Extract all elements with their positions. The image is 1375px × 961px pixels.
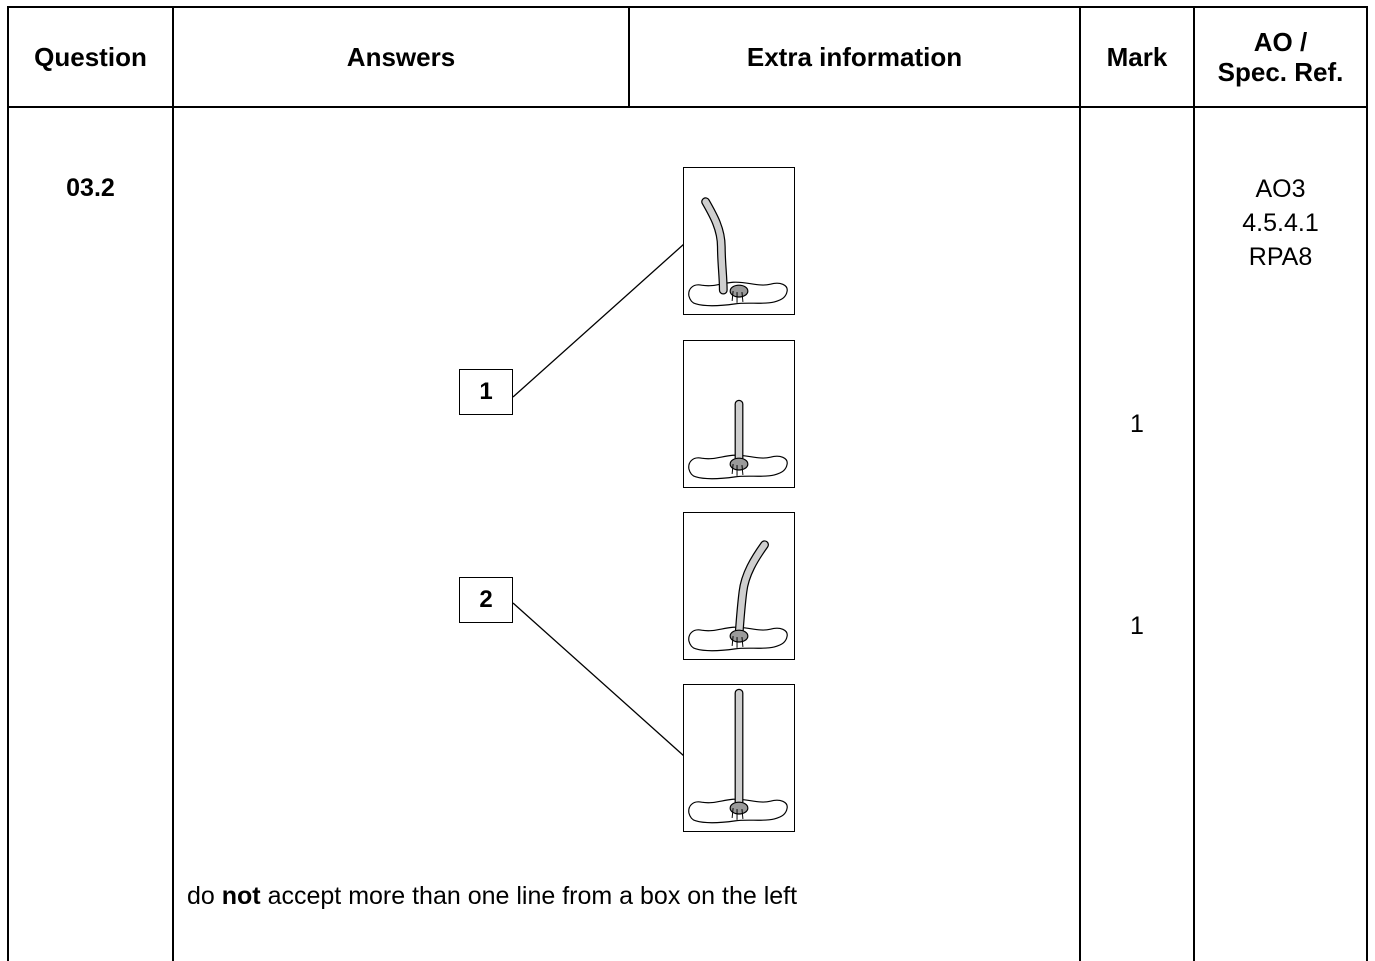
practical-ref: RPA8	[1248, 243, 1313, 271]
seedling-curved-medium-image	[688, 540, 788, 652]
header-extra-information-label: Extra information	[746, 42, 963, 72]
header-ao-spec-ref: AO / Spec. Ref.	[1195, 8, 1366, 106]
note-suffix: accept more than one line from a box on …	[260, 882, 798, 910]
mark-2: 1	[1130, 612, 1144, 640]
column-divider-answers	[628, 6, 630, 107]
header-question-label: Question	[34, 42, 147, 72]
table-left-border	[7, 6, 9, 961]
seedling-straight-short-image	[688, 399, 788, 480]
seedling-straight-tall-image	[688, 688, 788, 824]
seedling-panel-straight-short	[683, 340, 795, 488]
connector-line-1	[512, 243, 685, 398]
column-divider-mark	[1193, 6, 1195, 961]
left-box-2: 2	[459, 577, 513, 623]
header-answers: Answers	[174, 8, 628, 106]
marking-guidance-note: do not accept more than one line from a …	[187, 882, 1067, 911]
header-extra-information: Extra information	[630, 8, 1079, 106]
header-ao-label: AO /	[1253, 27, 1308, 57]
seedling-panel-curved-tall	[683, 167, 795, 315]
note-prefix: do	[187, 882, 222, 910]
note-emphasis: not	[221, 882, 261, 910]
mark-1: 1	[1130, 410, 1144, 438]
header-bottom-border	[7, 106, 1368, 108]
ao-spec-references: AO3 4.5.4.1 RPA8	[1195, 172, 1366, 274]
connector-line-2	[512, 602, 685, 757]
seedling-curved-tall-image	[688, 197, 788, 307]
left-box-1: 1	[459, 369, 513, 415]
seedling-panel-curved-medium	[683, 512, 795, 660]
spec-ref: 4.5.4.1	[1242, 209, 1319, 237]
seedling-panel-straight-tall	[683, 684, 795, 832]
header-mark: Mark	[1081, 8, 1193, 106]
header-answers-label: Answers	[346, 42, 456, 72]
table-top-border	[7, 6, 1368, 8]
table-right-border	[1366, 6, 1368, 961]
left-box-1-label: 1	[479, 378, 493, 405]
question-number: 03.2	[66, 174, 115, 202]
column-divider-question	[172, 6, 174, 961]
header-spec-ref-label: Spec. Ref.	[1217, 57, 1344, 87]
header-question: Question	[9, 8, 172, 106]
column-divider-extra	[1079, 6, 1081, 961]
ao-code: AO3	[1255, 175, 1306, 203]
left-box-2-label: 2	[479, 586, 493, 613]
header-mark-label: Mark	[1106, 42, 1168, 72]
